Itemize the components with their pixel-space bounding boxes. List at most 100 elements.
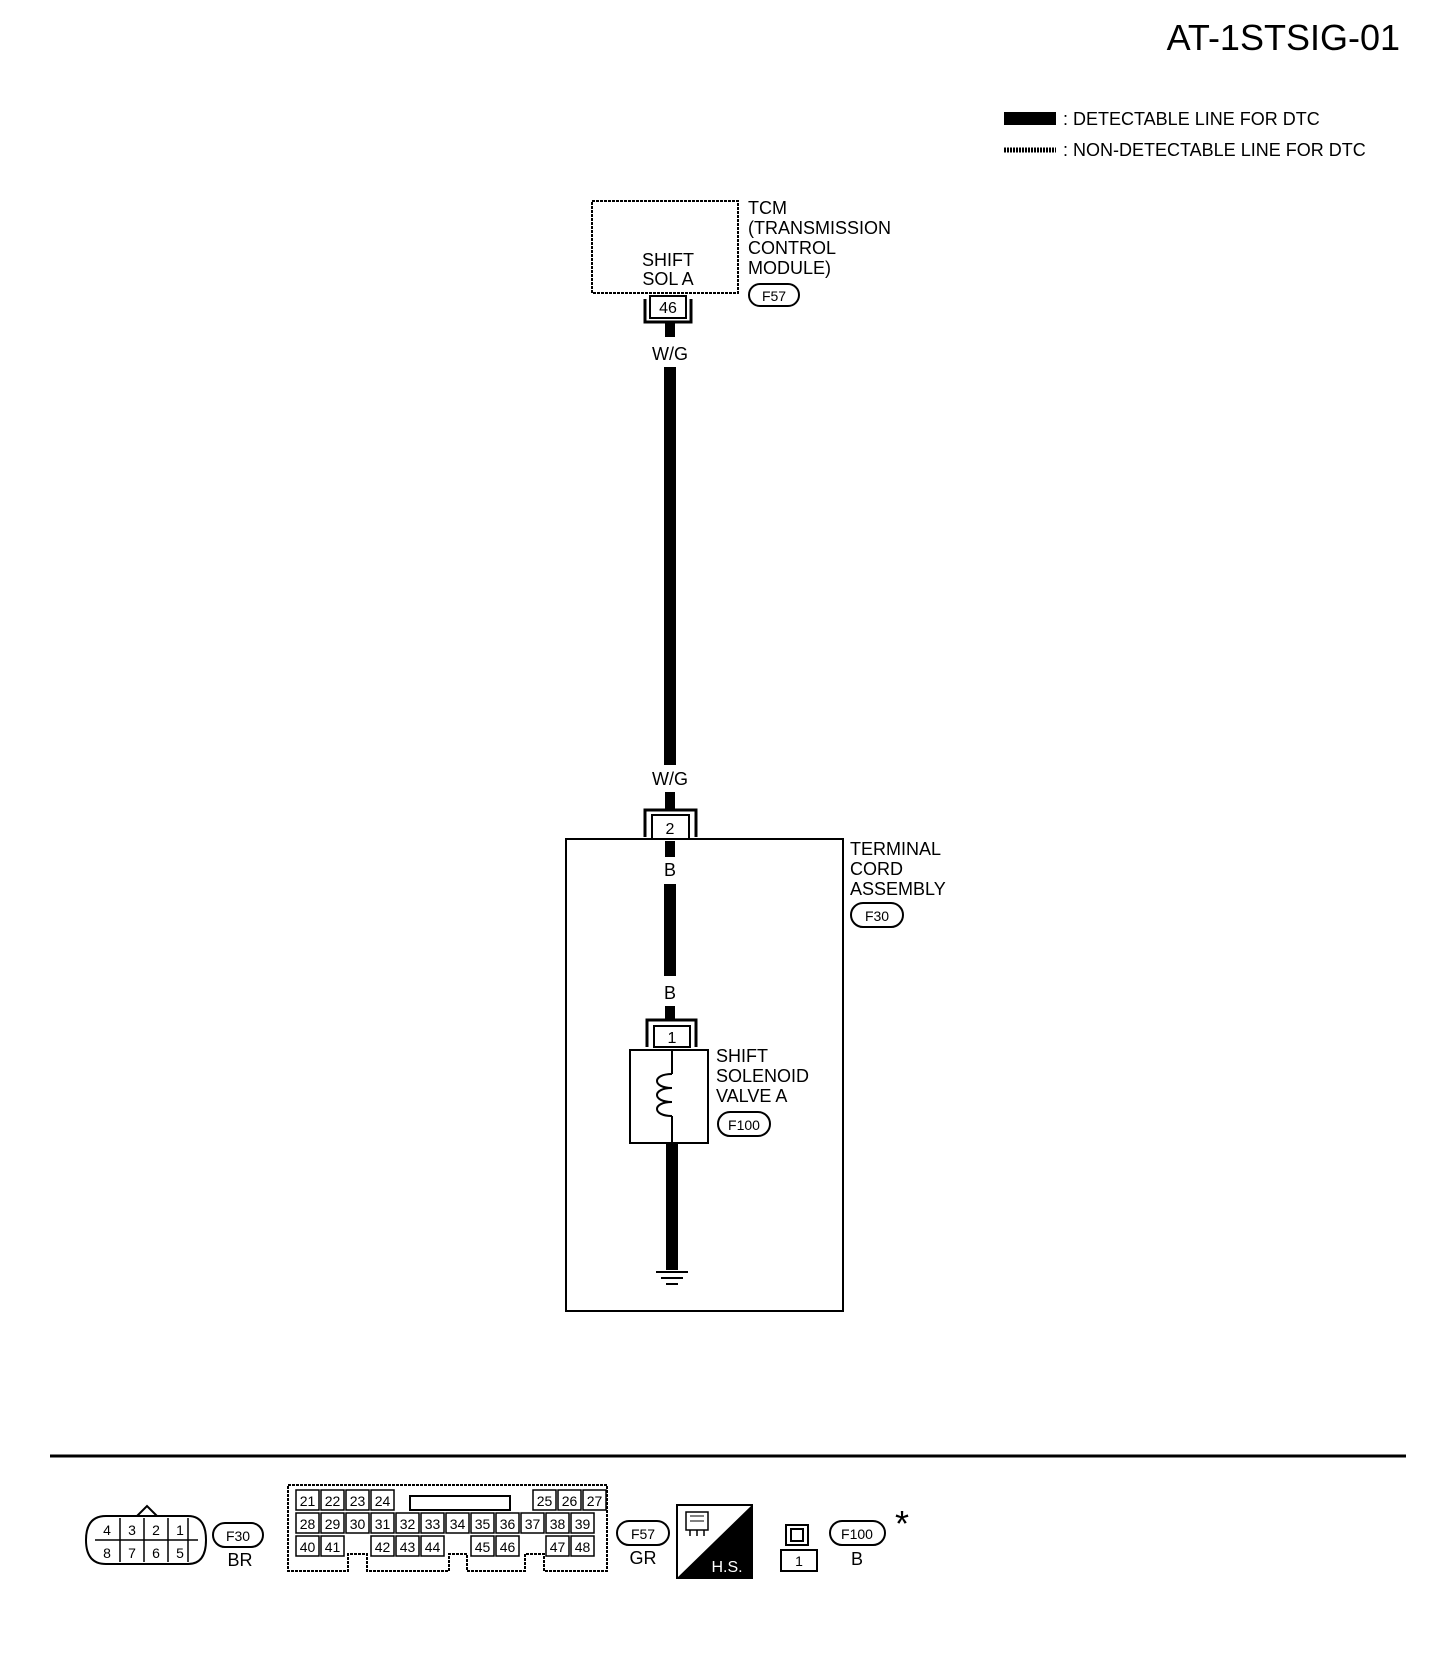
f30-pin: 5 [176, 1545, 184, 1561]
f57-pin: 23 [350, 1493, 366, 1509]
f57-pin-cell [420, 1535, 445, 1557]
f30-color: BR [227, 1550, 252, 1570]
f57-pin: 38 [550, 1516, 566, 1532]
shift-solenoid-valve: 1 SHIFT SOLENOID VALVE A F100 [629, 1018, 809, 1285]
tcm-terminal-label-line1: SHIFT [642, 250, 694, 270]
f57-pin-cell [370, 1512, 395, 1534]
f57-pin-cell [470, 1512, 495, 1534]
f57-id: F57 [631, 1526, 655, 1542]
f57-pin-cell [495, 1535, 520, 1557]
f57-pin-cell [395, 1512, 420, 1534]
terminal-cord-box [565, 838, 844, 1312]
solenoid-coil-icon [656, 1073, 673, 1117]
tcm-connector-tag [748, 283, 800, 307]
f57-id-tag [616, 1520, 670, 1546]
f30-pin: 4 [103, 1522, 111, 1538]
harness-icon [685, 1511, 709, 1536]
f57-pin: 32 [400, 1516, 416, 1532]
f57-pin: 21 [300, 1493, 316, 1509]
wire-color-bottom: W/G [652, 769, 688, 789]
f57-pin: 40 [300, 1539, 316, 1555]
f57-pin: 28 [300, 1516, 316, 1532]
tcm-pin-number: 46 [659, 300, 677, 317]
f57-pin-cell [370, 1535, 395, 1557]
tcm-connector-id: F57 [762, 288, 786, 304]
f57-pin-cell [320, 1535, 345, 1557]
f57-pin-cell [320, 1512, 345, 1534]
f57-pin-cell [420, 1512, 445, 1534]
legend: : DETECTABLE LINE FOR DTC : NON-DETECTAB… [1004, 109, 1366, 160]
f57-pin-cell [557, 1489, 582, 1511]
terminal-cord-connector-id: F30 [865, 908, 889, 924]
f57-pin-cell [532, 1489, 557, 1511]
f100-pin: 1 [795, 1553, 803, 1569]
f57-pin-cell [370, 1489, 395, 1511]
f57-pin: 43 [400, 1539, 416, 1555]
solenoid-connector-tag [717, 1111, 771, 1137]
f57-pin-cell [395, 1535, 420, 1557]
solenoid-connector-bracket [645, 1018, 698, 1047]
solenoid-box [629, 1049, 709, 1144]
f30-key-icon [136, 1504, 158, 1517]
tcm-pin-box [649, 295, 687, 319]
inner-wire-color-bottom: B [664, 983, 676, 1003]
f57-connector-outline [287, 1484, 608, 1572]
f30-pin: 1 [176, 1522, 184, 1538]
solenoid-connector-id: F100 [728, 1117, 760, 1133]
connector-view-f100: 1 F100 * B [780, 1503, 909, 1572]
f57-pin: 30 [350, 1516, 366, 1532]
f100-pin-box [780, 1549, 818, 1572]
f57-pin-cell [582, 1489, 607, 1511]
f57-pin: 24 [375, 1493, 391, 1509]
f57-pin-cell [295, 1512, 320, 1534]
f57-pin: 37 [525, 1516, 541, 1532]
f30-id-tag [212, 1522, 264, 1548]
f57-pin-cell [295, 1535, 320, 1557]
f57-pin: 45 [475, 1539, 491, 1555]
f57-pin: 27 [587, 1493, 603, 1509]
tcm-name-line2: (TRANSMISSION [748, 218, 891, 238]
tcm-box [591, 200, 739, 294]
solenoid-pin-number: 1 [668, 1030, 677, 1047]
terminal-cord-name-line2: CORD [850, 859, 903, 879]
f30-pin: 3 [128, 1522, 136, 1538]
wire-wg: W/G W/G [652, 322, 688, 810]
f57-pin-cell [345, 1512, 370, 1534]
f57-pin: 25 [537, 1493, 553, 1509]
f57-color: GR [630, 1548, 657, 1568]
solenoid-name-line2: SOLENOID [716, 1066, 809, 1086]
f57-pin-cell [520, 1512, 545, 1534]
wire-color-top: W/G [652, 344, 688, 364]
f57-pin-cell [545, 1535, 570, 1557]
terminal-cord-name-line1: TERMINAL [850, 839, 941, 859]
f30-top-pins: 4 3 2 1 8 7 6 5 [103, 1518, 189, 1562]
f100-housing [785, 1524, 809, 1546]
terminal-cord-assembly: 2 B B TERMINAL CORD ASSEMBLY F30 [565, 808, 946, 1312]
tcm-name-line1: TCM [748, 198, 787, 218]
f57-pin-cell [495, 1512, 520, 1534]
tcm-name-line4: MODULE) [748, 258, 831, 278]
f100-id-tag [829, 1520, 886, 1546]
tcm-module: SHIFT SOL A 46 TCM (TRANSMISSION CONTROL… [591, 198, 891, 324]
f57-pin-cell [470, 1535, 495, 1557]
diagram-id: AT-1STSIG-01 [1167, 17, 1400, 58]
legend-detectable-label: : DETECTABLE LINE FOR DTC [1063, 109, 1320, 129]
f57-pin: 46 [500, 1539, 516, 1555]
f57-pin: 29 [325, 1516, 341, 1532]
f57-pin: 42 [375, 1539, 391, 1555]
hs-label: H.S. [711, 1559, 742, 1576]
f57-pin: 39 [575, 1516, 591, 1532]
legend-detectable-swatch [1004, 112, 1056, 125]
solenoid-pin-box [653, 1025, 691, 1048]
tcm-terminal-label-line2: SOL A [642, 269, 693, 289]
f100-asterisk: * [895, 1503, 909, 1544]
connector-view-f30: 4 3 2 1 8 7 6 5 F30 BR [84, 1504, 264, 1570]
f57-pin: 41 [325, 1539, 341, 1555]
f57-pin: 47 [550, 1539, 566, 1555]
legend-non-detectable-label: : NON-DETECTABLE LINE FOR DTC [1063, 140, 1366, 160]
f57-pin: 22 [325, 1493, 341, 1509]
f57-pin-cell [295, 1489, 320, 1511]
terminal-cord-pin-box [651, 814, 690, 840]
